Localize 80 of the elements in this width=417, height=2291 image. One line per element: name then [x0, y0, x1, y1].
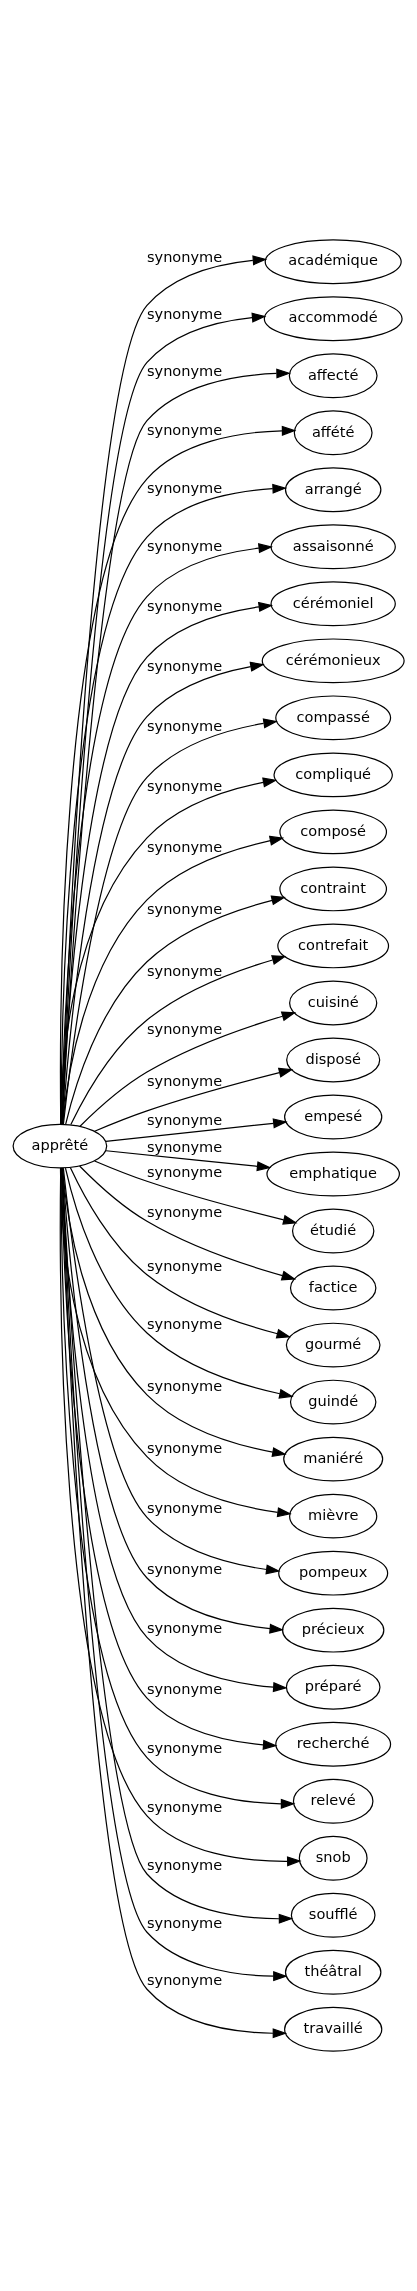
node-ellipse: assaisonné [270, 524, 396, 570]
arrow [60, 777, 278, 1125]
node-ellipse: théâtral [284, 1949, 382, 1995]
node-ellipse: composé [279, 809, 388, 855]
node-ellipse: académique [264, 239, 402, 285]
arrow [69, 1167, 292, 1339]
node-ellipse: accommodé [263, 296, 403, 342]
node-ellipse: guindé [289, 1379, 377, 1425]
edge-label: synonyme [146, 1914, 223, 1932]
node-ellipse: affecté [288, 353, 378, 399]
node-ellipse: empesé [284, 1094, 383, 1140]
node-ellipse: affété [293, 410, 373, 456]
edge-label: synonyme [146, 899, 223, 917]
edge-label: synonyme [146, 596, 223, 614]
edge-label: synonyme [146, 1376, 223, 1394]
node-ellipse: cérémoniel [270, 581, 396, 627]
node-ellipse: arrangé [284, 467, 382, 513]
arrow [79, 1165, 297, 1281]
edge-label: synonyme [146, 1020, 223, 1038]
edge-label: synonyme [146, 1679, 223, 1697]
node-ellipse: relevé [292, 1778, 374, 1824]
node-ellipse: contrefait [277, 923, 390, 969]
node-ellipse: précieux [281, 1607, 385, 1653]
edge-label: synonyme [146, 657, 223, 675]
edge-label: synonyme [146, 1256, 223, 1274]
edge-label: synonyme [146, 1137, 223, 1155]
edge-label: synonyme [146, 1438, 223, 1456]
edge-label: synonyme [146, 362, 223, 380]
edge-label: synonyme [146, 1971, 223, 1989]
arrow [79, 1011, 297, 1127]
node-ellipse: cuisiné [289, 980, 378, 1026]
node-ellipse: maniéré [283, 1436, 384, 1482]
node-ellipse: compassé [275, 695, 392, 741]
edge-label: synonyme [146, 1314, 223, 1332]
edge-label: synonyme [146, 777, 223, 795]
node-ellipse: apprêté [12, 1123, 108, 1169]
arrow [61, 661, 265, 1125]
node-ellipse: snob [298, 1835, 368, 1881]
edge-label: synonyme [146, 537, 223, 555]
node-ellipse: préparé [285, 1664, 381, 1710]
edge-label: synonyme [146, 1739, 223, 1757]
edge-label: synonyme [146, 961, 223, 979]
node-ellipse: factice [289, 1265, 377, 1311]
edge-label: synonyme [146, 838, 223, 856]
node-ellipse: cérémonieux [261, 638, 405, 684]
node-ellipse: soufflé [290, 1892, 376, 1938]
edge-label: synonyme [146, 420, 223, 438]
edge-label: synonyme [146, 1797, 223, 1815]
node-ellipse: disposé [286, 1037, 381, 1083]
edge-label: synonyme [146, 305, 223, 323]
arrow [62, 835, 285, 1125]
node-ellipse: emphatique [266, 1151, 400, 1197]
edge-label: synonyme [146, 1559, 223, 1577]
edge-label: synonyme [146, 716, 223, 734]
node-ellipse: compliqué [273, 752, 393, 798]
node-ellipse: gourmé [285, 1322, 381, 1368]
node-ellipse: recherché [275, 1721, 392, 1767]
arrow [94, 1160, 298, 1225]
arrow [62, 718, 278, 1125]
arrow [94, 1067, 294, 1132]
arrow [64, 1167, 294, 1399]
node-ellipse: mièvre [289, 1493, 378, 1539]
node-ellipse: travaillé [284, 2006, 383, 2052]
node-ellipse: contraint [279, 866, 388, 912]
node-ellipse: étudié [291, 1208, 375, 1254]
arrow [65, 895, 286, 1125]
node-ellipse: pompeux [278, 1550, 389, 1596]
edge-label: synonyme [146, 1111, 223, 1128]
arrow [105, 1150, 272, 1172]
arrow [61, 1167, 287, 1458]
edge-label: synonyme [146, 1203, 223, 1221]
edge-label: synonyme [146, 1855, 223, 1873]
arrow [70, 955, 287, 1126]
edge-label: synonyme [146, 478, 223, 496]
edge-label: synonyme [146, 1619, 223, 1637]
arrow [105, 1118, 288, 1142]
edge-label: synonyme [146, 1163, 223, 1181]
edge-label: synonyme [146, 1072, 223, 1090]
edge-label: synonyme [146, 248, 223, 266]
edge-label: synonyme [146, 1499, 223, 1517]
